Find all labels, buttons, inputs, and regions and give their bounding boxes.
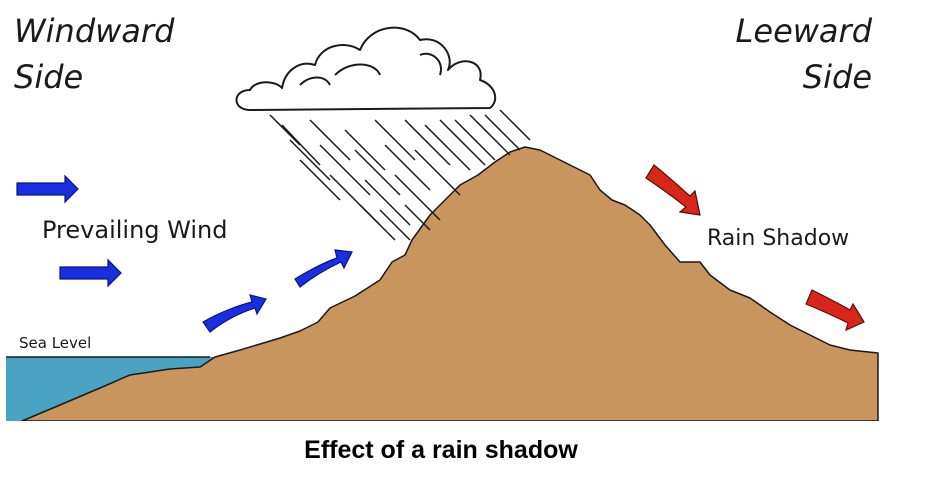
wind-arrow-3	[202, 294, 267, 333]
wind-arrow-2	[59, 258, 122, 288]
leeward-label-line2: Side	[802, 58, 872, 96]
windward-side-label: Windward Side	[14, 8, 174, 100]
shadow-arrow-1	[645, 164, 701, 216]
prevailing-wind-label: Prevailing Wind	[42, 216, 228, 244]
mountain	[21, 146, 879, 422]
cloud	[235, 26, 497, 111]
wind-arrows	[16, 174, 353, 333]
rain	[269, 109, 531, 241]
windward-label-line1: Windward	[14, 12, 175, 50]
diagram-title: Effect of a rain shadow	[304, 436, 578, 464]
shadow-arrow-2	[805, 289, 865, 332]
wind-arrow-4	[294, 249, 353, 288]
rain-shadow-label: Rain Shadow	[707, 226, 850, 251]
leeward-side-label: Leeward Side	[736, 8, 872, 100]
sea-level-label: Sea Level	[19, 334, 92, 352]
rain-shadow-arrows	[645, 164, 865, 332]
wind-arrow-1	[16, 174, 79, 204]
windward-label-line2: Side	[14, 58, 84, 96]
leeward-label-line1: Leeward	[735, 12, 872, 50]
